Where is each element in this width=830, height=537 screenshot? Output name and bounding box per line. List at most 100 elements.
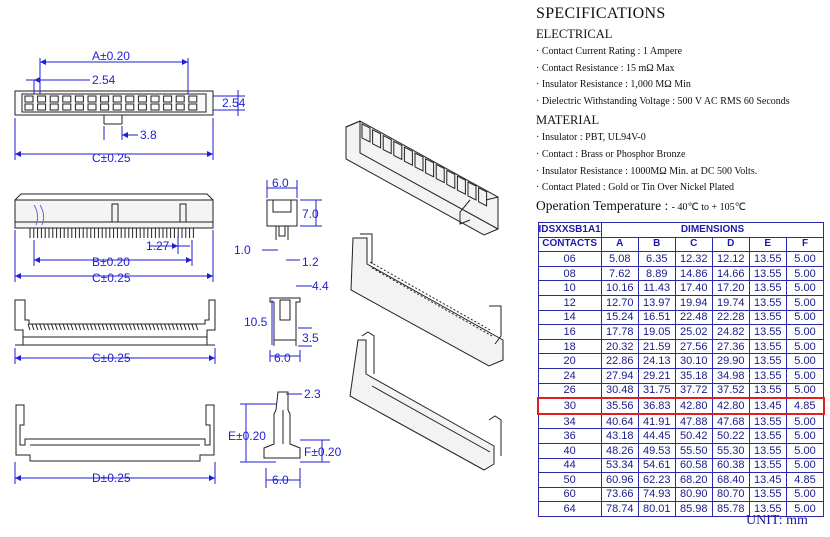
iso-pin-cavity — [361, 123, 371, 143]
contacts-cell: 12 — [537, 294, 602, 311]
dimension-cell: 50.22 — [711, 428, 750, 444]
pin-cavity — [37, 95, 47, 103]
electrical-line: · Contact Resistance : 15 mΩ Max — [536, 62, 675, 74]
contact-tooth — [156, 323, 160, 331]
dimension-cell: 73.66 — [600, 486, 639, 503]
dimension-cell: 54.61 — [637, 457, 676, 474]
pin-cavity — [24, 103, 34, 111]
dimension-cell: 13.55 — [748, 382, 787, 399]
dimension-cell: 5.00 — [785, 309, 825, 326]
contact-tooth — [128, 323, 132, 331]
contact-tooth — [109, 323, 113, 331]
dim-tail-label: 1.27 — [146, 239, 170, 253]
dimension-cell: 78.74 — [600, 501, 639, 517]
dimension-cell: 24.13 — [637, 353, 676, 369]
material-line: · Contact Plated : Gold or Tin Over Nick… — [536, 182, 735, 194]
pin-cavity — [163, 103, 173, 111]
dimension-cell: 17.20 — [711, 280, 750, 296]
contact-tooth — [58, 323, 62, 331]
contact-tooth — [43, 323, 47, 331]
contact-tooth — [164, 323, 167, 331]
dimension-cell: 29.21 — [637, 367, 676, 384]
dimension-cell: 30.48 — [600, 382, 639, 399]
pin-cavity — [175, 95, 185, 103]
dim-c-top-label: C±0.25 — [92, 151, 131, 165]
dimension-cell: 5.00 — [785, 501, 825, 517]
contact-tooth — [160, 323, 164, 331]
dimension-cell: 49.53 — [637, 442, 676, 459]
dimension-cell: 14.86 — [674, 265, 713, 282]
electrical-line: · Insulator Resistance : 1,000 MΩ Min — [536, 79, 691, 91]
contacts-cell: 60 — [537, 486, 602, 503]
dimension-cell: 5.00 — [785, 442, 825, 459]
dim-key-label: 3.8 — [140, 128, 157, 142]
dimension-cell: 22.28 — [711, 309, 750, 326]
pin-cavity — [74, 95, 84, 103]
column-header: B — [637, 236, 676, 253]
dimension-cell: 17.40 — [674, 280, 713, 296]
dimension-cell: 5.08 — [600, 251, 639, 267]
dim-a-label: A±0.20 — [92, 49, 130, 63]
contact-tooth — [152, 323, 156, 331]
contacts-cell: 18 — [537, 338, 602, 355]
electrical-heading: ELECTRICAL — [536, 27, 613, 41]
pin-cavity — [163, 95, 173, 103]
dimension-cell: 60.58 — [674, 457, 713, 474]
pin-cavity — [112, 103, 122, 111]
iso-pin-cavity — [446, 169, 456, 190]
contact-tooth — [31, 323, 35, 331]
dimension-cell: 60.38 — [711, 457, 750, 474]
pin-cavity — [87, 103, 97, 111]
contact-tooth — [136, 323, 140, 331]
column-header: E — [748, 236, 787, 253]
dimension-cell: 42.80 — [711, 397, 750, 415]
dimension-cell: 13.55 — [748, 486, 787, 503]
dimension-cell: 37.72 — [674, 382, 713, 399]
specifications-title: SPECIFICATIONS — [536, 5, 666, 22]
electrical-line: · Dielectric Withstanding Voltage : 500 … — [536, 95, 790, 107]
contacts-cell: 14 — [537, 309, 602, 326]
latch-profile — [15, 404, 215, 462]
dimension-cell: 13.55 — [748, 265, 787, 282]
contact-tooth — [183, 323, 187, 331]
dimension-cell: 8.89 — [637, 265, 676, 282]
dimension-cell: 80.01 — [637, 501, 676, 517]
contact-tooth — [187, 323, 191, 331]
dimension-cell: 47.68 — [711, 413, 750, 430]
dimension-cell: 13.55 — [748, 251, 787, 267]
dimension-cell: 24.82 — [711, 324, 750, 340]
contacts-cell: 06 — [537, 251, 602, 267]
contact-tooth — [144, 323, 148, 331]
dimension-cell: 30.10 — [674, 353, 713, 369]
contact-tooth — [74, 323, 78, 331]
top-view-drawing — [14, 90, 214, 125]
contacts-cell: 20 — [537, 353, 602, 369]
iso-pin-cavity — [414, 152, 424, 172]
pin-cavity — [37, 103, 47, 111]
dim-width-6-recv-label: 6.0 — [274, 351, 291, 365]
contact-tooth — [89, 323, 93, 331]
dimension-cell: 5.00 — [785, 413, 825, 430]
column-header: D — [711, 236, 750, 253]
dimension-cell: 13.55 — [748, 294, 787, 311]
pin-cavity — [49, 103, 59, 111]
dimension-cell: 13.45 — [748, 397, 787, 415]
dimension-cell: 13.55 — [748, 413, 787, 430]
dimension-cell: 25.02 — [674, 324, 713, 340]
pin-cavity — [100, 103, 110, 111]
dimension-cell: 47.88 — [674, 413, 713, 430]
dimension-cell: 17.78 — [600, 324, 639, 340]
receptacle-profile — [14, 299, 216, 346]
dim-2-3-label: 2.3 — [304, 387, 321, 401]
contact-tooth — [39, 323, 43, 331]
dimension-cell: 13.55 — [748, 280, 787, 296]
contacts-cell: 36 — [537, 428, 602, 444]
dimension-cell: 74.93 — [637, 486, 676, 503]
dim-e-label: E±0.20 — [228, 429, 266, 443]
